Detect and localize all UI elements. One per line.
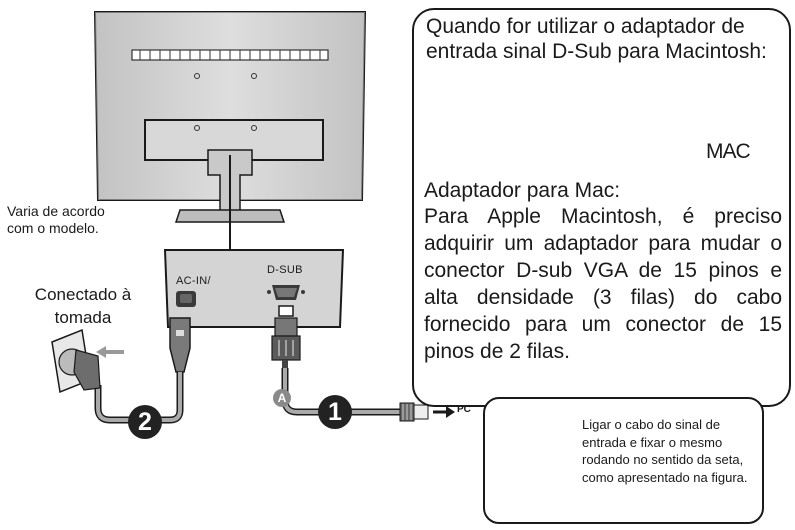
port-acin-label: AC-IN/ [176, 275, 211, 287]
mac-label: MAC [706, 140, 751, 163]
model-note-line1: Varia de acordo [7, 203, 105, 219]
mac-adapter-box [412, 8, 791, 407]
monitor-back-illustration [93, 11, 367, 250]
outlet-label-line2: tomada [54, 308, 112, 327]
step-1-badge: 1 [318, 395, 352, 429]
adapter-description: Para Apple Macintosh, é preciso adquirir… [424, 205, 782, 363]
pc-label: PC [457, 404, 471, 415]
port-dsub-label: D-SUB [267, 264, 303, 276]
tip-text: Ligar o cabo do sinal de entrada e fixar… [582, 417, 748, 485]
port-panel [163, 249, 345, 328]
wall-outlet [51, 328, 124, 394]
mac-box-title: Quando for utilizar o adaptador de entra… [426, 15, 767, 63]
outlet-label: Conectado à tomada [18, 283, 148, 329]
outlet-label-line1: Conectado à [34, 285, 132, 304]
model-note-line2: com o modelo. [7, 220, 99, 236]
tip-box [483, 397, 764, 524]
step-2-badge: 2 [128, 405, 162, 439]
marker-a-badge: A [273, 389, 291, 407]
adapter-heading: Adaptador para Mac: [424, 179, 621, 202]
model-note: Varia de acordo com o modelo. [7, 203, 105, 237]
